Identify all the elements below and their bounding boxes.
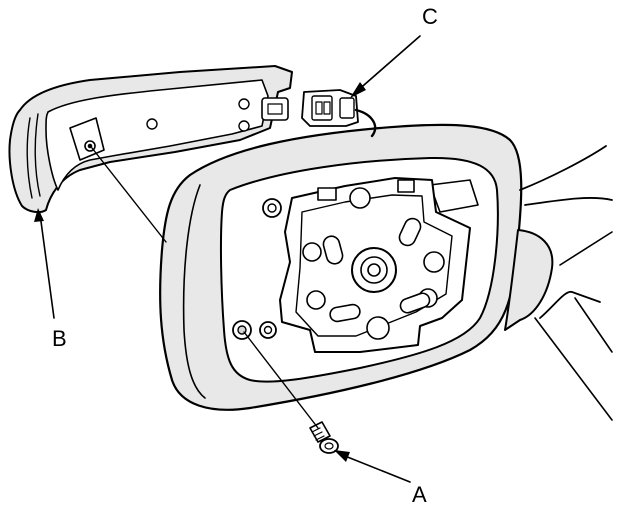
callout-b: B <box>52 326 67 351</box>
actuator-plate <box>279 177 471 353</box>
leader-lines <box>34 35 421 483</box>
callout-c: C <box>422 4 438 29</box>
connector-icon <box>301 89 377 138</box>
callout-a: A <box>412 482 427 507</box>
screw-icon <box>309 421 339 454</box>
mirror-cap-icon <box>8 65 293 214</box>
